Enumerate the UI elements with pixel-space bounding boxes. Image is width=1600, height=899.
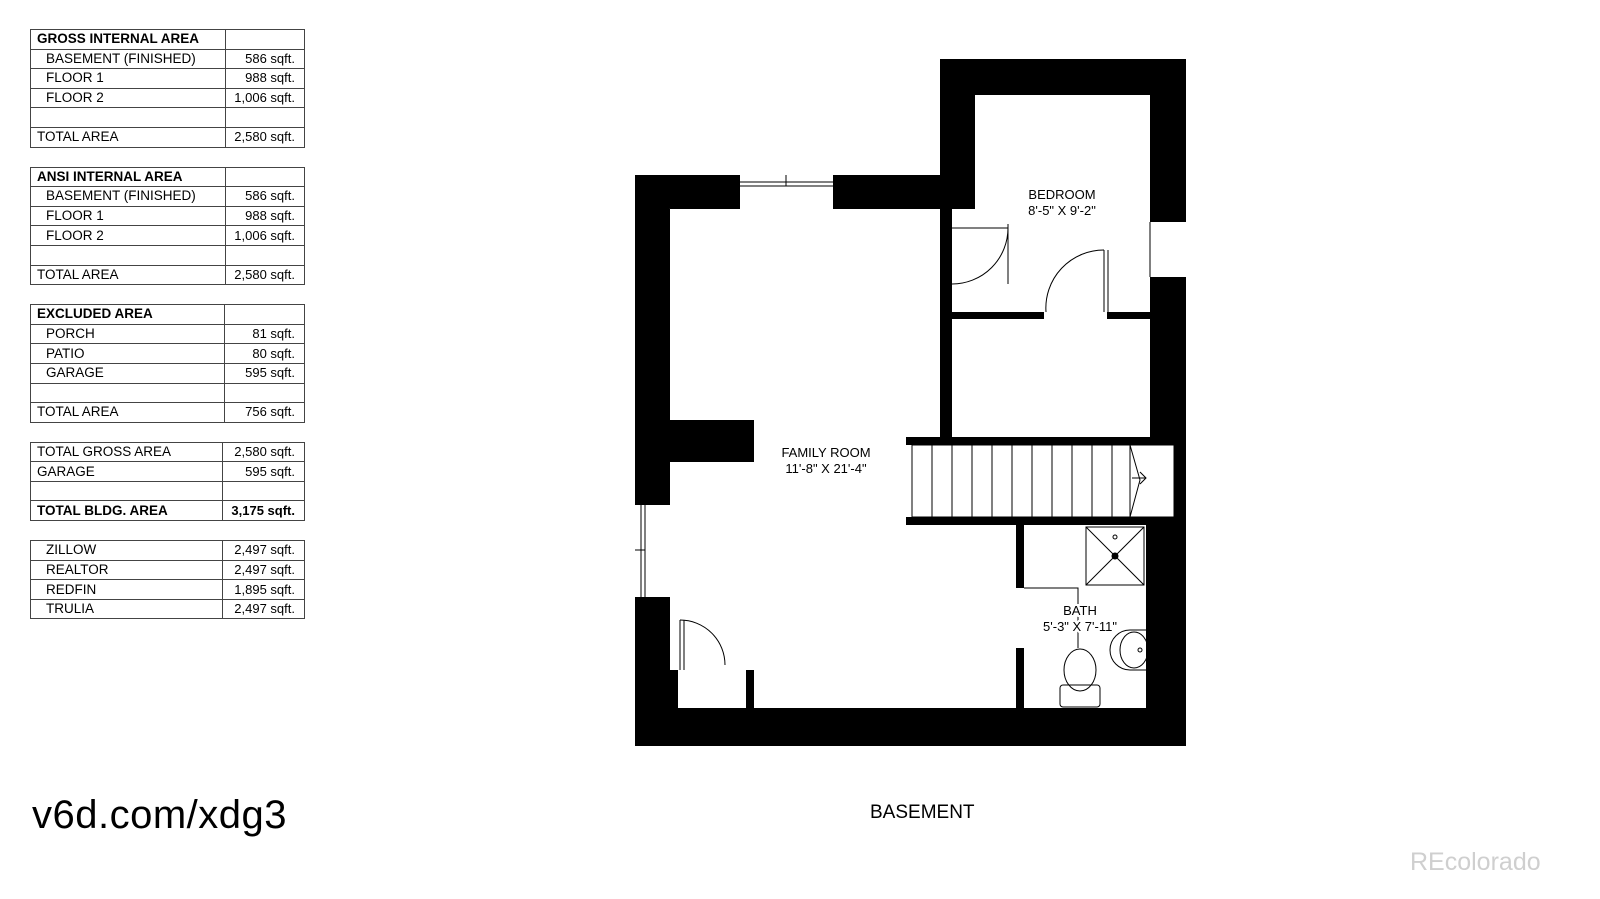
- row-label: TOTAL AREA: [30, 126, 226, 148]
- partition-wall: [1107, 312, 1150, 319]
- stairs: [911, 444, 1175, 518]
- row-value: 1,006 sqft.: [224, 87, 306, 109]
- partition-wall: [670, 670, 678, 708]
- row-value: 756 sqft.: [224, 402, 305, 423]
- row-label: ANSI INTERNAL AREA: [30, 166, 226, 188]
- row-value: 595 sqft.: [221, 461, 306, 482]
- row-label: TOTAL AREA: [30, 264, 226, 286]
- doors: [679, 209, 1109, 670]
- partition-wall: [746, 670, 754, 708]
- walls: [635, 59, 1186, 746]
- door-swing: [1045, 249, 1105, 313]
- sink: [1109, 629, 1149, 671]
- row-label: TOTAL AREA: [29, 402, 226, 423]
- room-dims-bedroom: 8'-5" X 9'-2": [1028, 203, 1096, 218]
- partition-wall: [906, 517, 1150, 525]
- stair-treads: [931, 445, 1131, 517]
- shower: [1085, 526, 1145, 586]
- row-value: 3,175 sqft.: [221, 500, 306, 522]
- partition-wall: [952, 312, 1044, 319]
- room-dims-bath: 5'-3" X 7'-11": [1043, 619, 1117, 634]
- door-swing: [1024, 587, 1079, 648]
- row-value: 2,580 sqft.: [224, 126, 306, 148]
- row-value: 2,580 sqft.: [224, 264, 306, 286]
- row-label: PATIO: [29, 343, 226, 364]
- partition-wall: [1016, 648, 1024, 708]
- partition-wall: [1146, 525, 1150, 708]
- windows: [635, 175, 1186, 597]
- partition-wall: [940, 209, 952, 437]
- row-label: PORCH: [29, 323, 226, 345]
- window: [635, 505, 670, 597]
- door-swing: [679, 619, 726, 666]
- partition-wall: [670, 420, 754, 462]
- toilet: [1059, 648, 1101, 708]
- room-name-bedroom: BEDROOM: [1028, 187, 1095, 202]
- brand-watermark: REcolorado: [1410, 848, 1541, 876]
- floor-label: BASEMENT: [870, 802, 975, 823]
- room-name-family-room: FAMILY ROOM: [781, 445, 870, 460]
- table-row: ANSI INTERNAL AREA: [30, 166, 306, 188]
- window: [1150, 222, 1186, 277]
- partition-wall: [1016, 525, 1024, 588]
- row-label: TOTAL BLDG. AREA: [30, 500, 223, 522]
- row-value: 2,497 sqft.: [221, 559, 306, 581]
- bath-fixtures: [1059, 526, 1149, 708]
- row-value: 988 sqft.: [224, 68, 306, 89]
- row-value: 2,497 sqft.: [221, 598, 306, 620]
- tour-url: v6d.com/xdg3: [32, 793, 288, 837]
- table-row: BASEMENT (FINISHED)586 sqft.: [30, 48, 306, 70]
- outer-walls: [635, 59, 1186, 746]
- door-swing: [951, 227, 1009, 285]
- row-label: TRULIA: [30, 598, 223, 620]
- partition-wall: [906, 437, 1150, 445]
- room-dims-family-room: 11'-8" X 21'-4": [785, 461, 867, 476]
- row-value: 80 sqft.: [224, 343, 305, 364]
- table-row: GROSS INTERNAL AREA: [30, 29, 306, 50]
- stair-arrow: [1129, 444, 1147, 518]
- room-name-bath: BATH: [1063, 603, 1097, 618]
- row-value: 988 sqft.: [224, 205, 306, 227]
